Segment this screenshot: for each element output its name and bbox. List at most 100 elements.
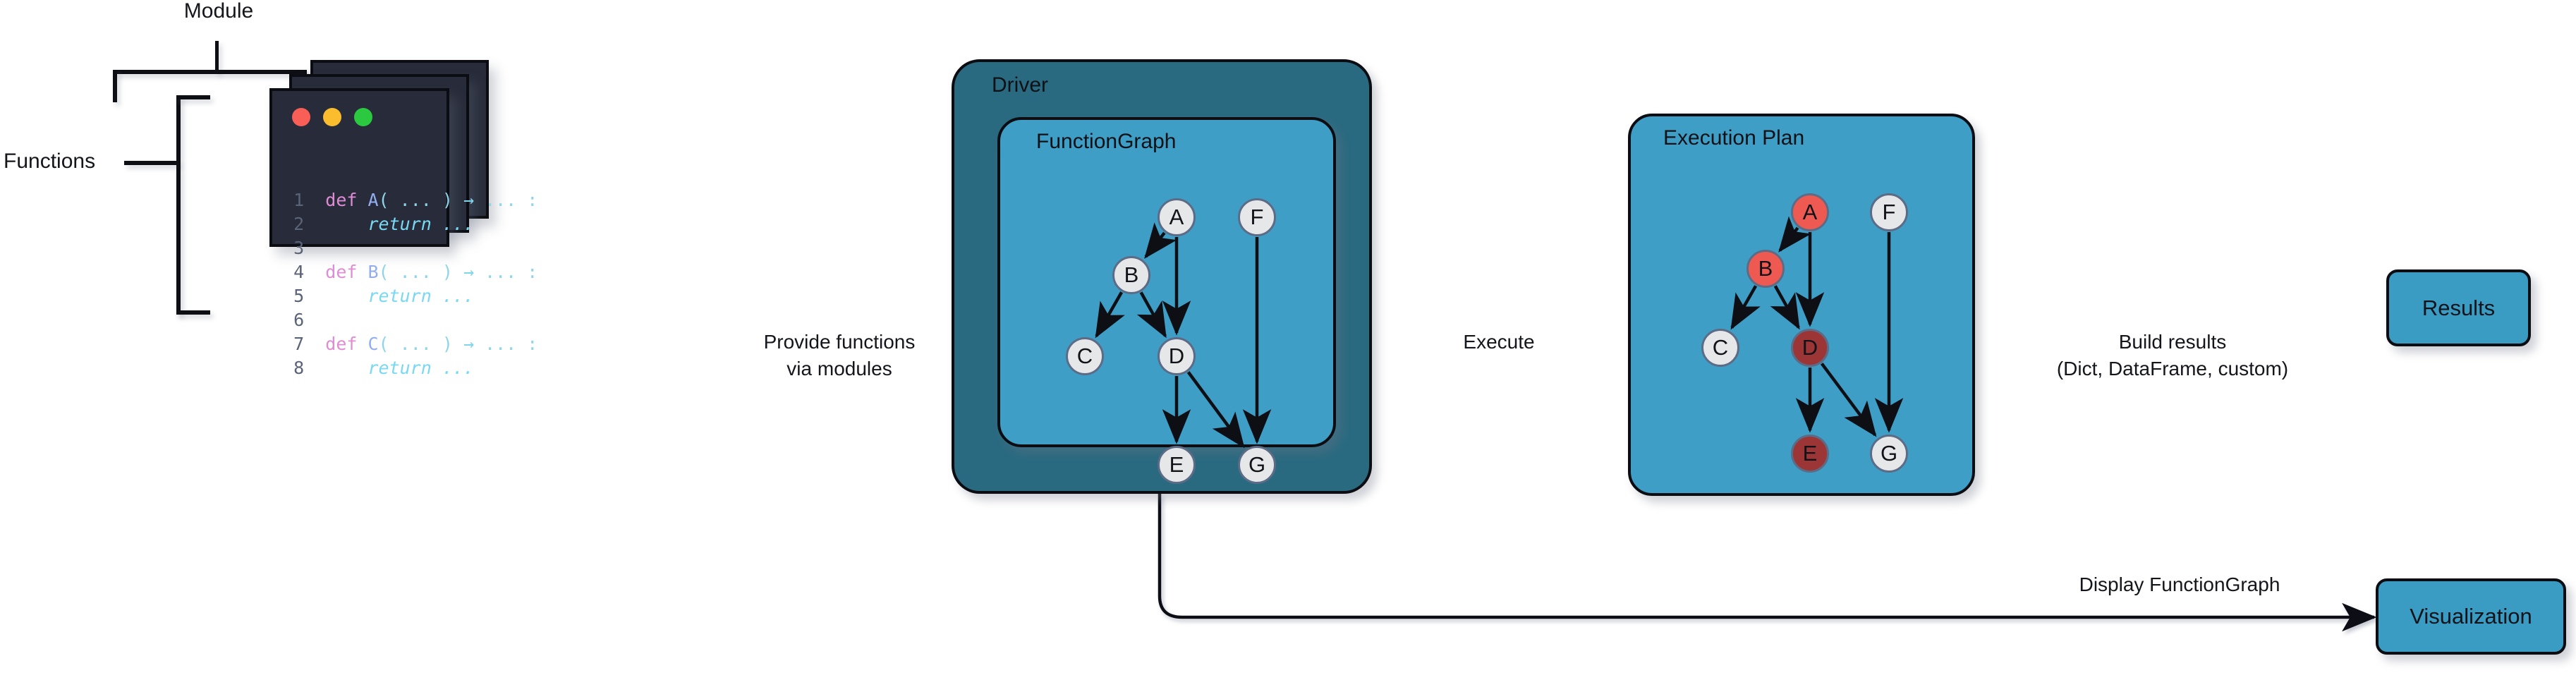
- line-number: 6: [272, 310, 326, 330]
- function-graph-node-label: F: [1250, 205, 1264, 229]
- functions-connector: [124, 161, 178, 165]
- label-build-results-line2: (Dict, DataFrame, custom): [2056, 358, 2289, 380]
- functions-bracket-top-arm: [176, 95, 210, 99]
- execution-plan-node-label: D: [1802, 335, 1818, 360]
- execution-plan-edge-A-B: [1778, 216, 1811, 253]
- functions-label: Functions: [4, 150, 96, 173]
- execution-plan-node-G[interactable]: G: [1870, 435, 1908, 473]
- code-line: 3: [272, 236, 446, 260]
- code-window-front[interactable]: 1 def A( ... ) → ... : 2 return ... 3 4 …: [269, 88, 537, 378]
- label-provide-functions-line2: via modules: [786, 358, 892, 380]
- execution-plan-node-label: F: [1882, 200, 1896, 224]
- keyword-def: def: [325, 334, 368, 354]
- module-bracket-stem: [215, 41, 219, 73]
- line-number: 1: [272, 190, 326, 210]
- function-graph-box[interactable]: FunctionGraph: [997, 117, 1336, 447]
- execution-plan-node-C[interactable]: C: [1701, 329, 1739, 367]
- execution-plan-edge-D-G: [1820, 363, 1877, 437]
- code-line: 7 def C( ... ) → ... :: [272, 332, 537, 356]
- arg-list: ( ... ): [378, 262, 453, 282]
- maximize-dot[interactable]: [354, 108, 372, 126]
- code-line: 1 def A( ... ) → ... :: [272, 188, 537, 212]
- line-number: 7: [272, 334, 326, 354]
- arg-list: ( ... ): [378, 334, 453, 354]
- line-number: 5: [272, 286, 326, 306]
- function-graph-node-A[interactable]: A: [1158, 198, 1196, 236]
- return-annotation: ... :: [474, 334, 538, 354]
- label-build-results-line1: Build results: [2118, 331, 2227, 353]
- module-bracket-top: [113, 70, 307, 74]
- results-label: Results: [2422, 295, 2496, 320]
- close-dot[interactable]: [292, 108, 310, 126]
- function-graph-edge-B-C: [1095, 291, 1125, 339]
- function-graph-edge-D-G: [1186, 371, 1245, 449]
- execution-plan-node-F[interactable]: F: [1870, 193, 1908, 231]
- line-number: 4: [272, 262, 326, 282]
- execution-plan-node-label: B: [1758, 256, 1773, 281]
- module-bracket-left-tick: [113, 70, 117, 102]
- keyword-def: def: [325, 262, 368, 282]
- driver-box[interactable]: Driver FunctionGraph: [952, 59, 1372, 494]
- label-execute: Execute: [1463, 331, 1535, 353]
- execution-plan-edge-B-D: [1770, 285, 1800, 330]
- module-label: Module: [183, 0, 254, 23]
- label-provide-functions-line1: Provide functions: [763, 331, 916, 353]
- execution-plan-node-label: E: [1802, 441, 1818, 466]
- return-statement: return ...: [325, 286, 474, 306]
- function-graph-node-label: A: [1169, 205, 1184, 229]
- line-number: 8: [272, 358, 326, 378]
- execution-plan-node-E[interactable]: E: [1791, 435, 1829, 473]
- function-graph-node-F[interactable]: F: [1238, 198, 1276, 236]
- return-arrow-icon: →: [452, 190, 475, 210]
- function-graph-node-label: G: [1248, 452, 1266, 477]
- line-number: 2: [272, 214, 326, 234]
- execution-plan-node-A[interactable]: A: [1791, 193, 1829, 231]
- code-line: 6: [272, 308, 446, 332]
- function-graph-node-label: C: [1076, 344, 1093, 368]
- execution-plan-edge-B-C: [1730, 285, 1761, 330]
- function-name: A: [367, 190, 379, 210]
- execution-plan-node-D[interactable]: D: [1791, 329, 1829, 367]
- results-box[interactable]: Results: [2386, 269, 2531, 346]
- minimize-dot[interactable]: [323, 108, 341, 126]
- execution-plan-title: Execution Plan: [1663, 126, 1805, 150]
- return-annotation: ... :: [474, 190, 538, 210]
- visualization-label: Visualization: [2410, 604, 2532, 629]
- function-graph-node-G[interactable]: G: [1238, 446, 1276, 484]
- function-graph-node-C[interactable]: C: [1066, 337, 1104, 375]
- functions-bracket-bottom-arm: [176, 310, 210, 315]
- function-graph-node-D[interactable]: D: [1158, 337, 1196, 375]
- code-body: 1 def A( ... ) → ... : 2 return ... 3 4 …: [272, 140, 537, 428]
- return-arrow-icon: →: [452, 262, 475, 282]
- code-line: 5 return ...: [272, 284, 474, 308]
- return-annotation: ... :: [474, 262, 538, 282]
- code-line: 8 return ...: [272, 356, 474, 380]
- function-graph-edge-A-B: [1144, 222, 1177, 259]
- visualization-box[interactable]: Visualization: [2376, 578, 2566, 655]
- function-graph-node-B[interactable]: B: [1112, 256, 1150, 294]
- function-graph-edge-B-D: [1136, 291, 1167, 339]
- line-number: 3: [272, 238, 326, 258]
- label-display-functiongraph: Display FunctionGraph: [2079, 573, 2280, 595]
- functions-bracket-spine: [176, 95, 181, 315]
- code-line: 4 def B( ... ) → ... :: [272, 260, 537, 284]
- arrow-display-functiongraph: [1158, 494, 2377, 632]
- execution-plan-node-label: G: [1880, 441, 1898, 466]
- code-line: 2 return ...: [272, 212, 474, 236]
- function-name: C: [367, 334, 379, 354]
- function-graph-node-E[interactable]: E: [1158, 446, 1196, 484]
- function-graph-node-label: B: [1124, 262, 1139, 287]
- execution-plan-node-label: C: [1712, 335, 1729, 360]
- function-name: B: [367, 262, 379, 282]
- execution-plan-node-label: A: [1802, 200, 1818, 224]
- keyword-def: def: [325, 190, 368, 210]
- return-statement: return ...: [325, 214, 474, 234]
- return-statement: return ...: [325, 358, 474, 378]
- execution-plan-node-B[interactable]: B: [1746, 250, 1785, 288]
- arg-list: ( ... ): [378, 190, 453, 210]
- function-graph-node-label: E: [1169, 452, 1184, 477]
